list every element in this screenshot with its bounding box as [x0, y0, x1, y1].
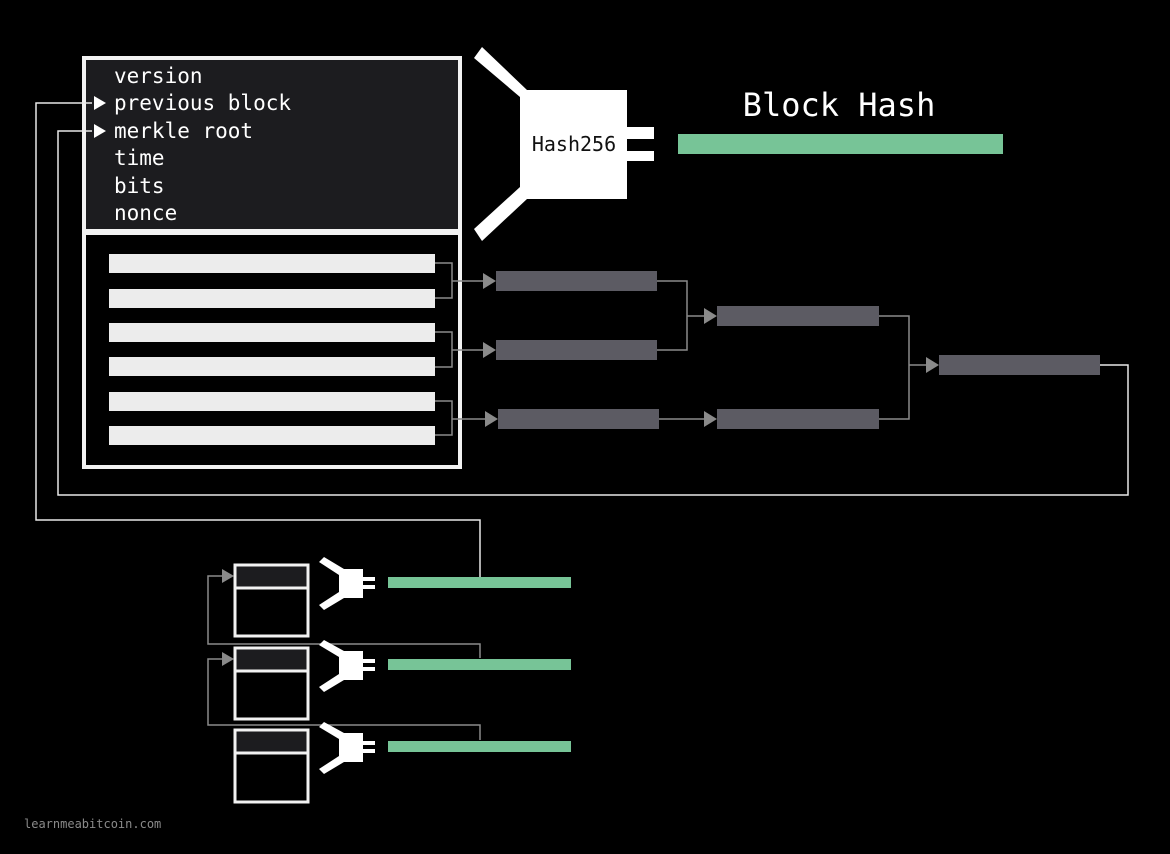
- block-header-box: [82, 56, 462, 233]
- transaction: [109, 289, 435, 308]
- merkle-root-node: [939, 355, 1100, 375]
- block-icon: [233, 563, 310, 638]
- arrow-right-icon: [704, 411, 717, 427]
- block-hash-bar: [388, 577, 571, 588]
- hash-function-icon: [319, 640, 375, 692]
- arrow-right-icon: [485, 411, 498, 427]
- previous-block-link: [35, 102, 481, 578]
- block: version previous block merkle root time …: [82, 56, 462, 469]
- arrow-right-icon: [222, 652, 234, 666]
- transaction: [109, 323, 435, 342]
- transaction: [109, 254, 435, 273]
- merkle-arrows: [483, 273, 939, 427]
- transaction: [109, 357, 435, 376]
- arrow-right-icon: [704, 308, 717, 324]
- arrow-right-icon: [94, 124, 106, 138]
- chain-arrows: [222, 569, 234, 666]
- chain-block: [233, 557, 571, 638]
- merkle-node: [717, 409, 879, 429]
- block-icon: [233, 646, 310, 721]
- arrow-right-icon: [483, 342, 496, 358]
- transaction: [109, 426, 435, 445]
- hash-function-label: Hash256: [532, 132, 616, 156]
- transaction: [109, 392, 435, 411]
- chain-block: [233, 640, 571, 721]
- merkle-node: [717, 306, 879, 326]
- block-hash-bar: [678, 134, 1003, 154]
- hash-function-icon: [319, 722, 375, 774]
- merkle-root-link: [57, 130, 1129, 496]
- chain-links: [207, 575, 481, 740]
- header-field-bits: bits: [114, 174, 165, 198]
- block-icon: [233, 728, 310, 804]
- block-hash-bar: [388, 741, 571, 752]
- header-field-previous-block: previous block: [114, 91, 291, 115]
- arrow-right-icon: [483, 273, 496, 289]
- merkle-nodes: [496, 271, 1100, 429]
- arrow-right-icon: [926, 357, 939, 373]
- merkle-wires: [435, 262, 926, 436]
- merkle-node: [496, 340, 657, 360]
- block-hash-title: Block Hash: [743, 86, 936, 124]
- hash-function-icon: [319, 557, 375, 610]
- header-field-version: version: [114, 64, 203, 88]
- footer-credit: learnmeabitcoin.com: [24, 817, 161, 831]
- header-field-merkle-root: merkle root: [114, 119, 253, 143]
- merkle-node: [496, 271, 657, 291]
- merkle-node: [498, 409, 659, 429]
- chain-block: [233, 722, 571, 804]
- arrow-right-icon: [222, 569, 234, 583]
- arrow-right-icon: [94, 96, 106, 110]
- hash-function-icon: Hash256: [474, 47, 654, 241]
- header-field-nonce: nonce: [114, 201, 177, 225]
- block-hash-bar: [388, 659, 571, 670]
- header-field-time: time: [114, 146, 165, 170]
